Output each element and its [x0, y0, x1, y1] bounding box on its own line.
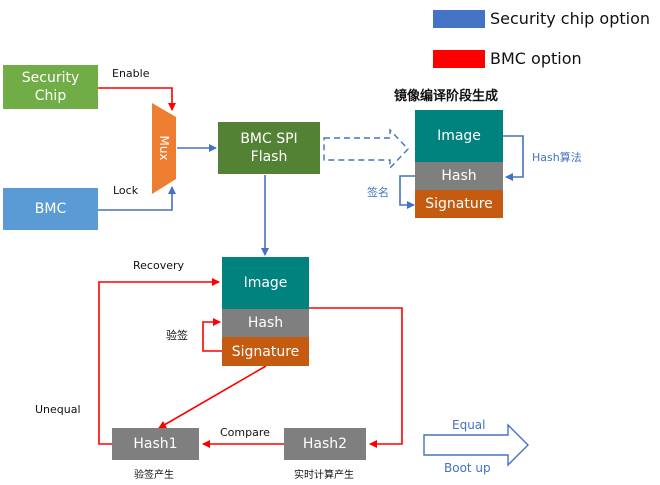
verify-label: 验签: [166, 329, 188, 342]
signature-to-hash1-connector: [158, 365, 267, 429]
enable-label: Enable: [112, 67, 150, 80]
security-chip-node: Security Chip: [3, 65, 98, 109]
equal-label: Equal: [452, 418, 486, 432]
runtime-image-block: Image: [222, 257, 309, 309]
legend-label-security-chip: Security chip option: [490, 9, 651, 28]
verify-connector: [202, 318, 222, 352]
image-to-hash2-connector: [309, 307, 403, 448]
bmc-spi-flash-node: BMC SPI Flash: [218, 122, 320, 174]
build-stage-title: 镜像编译阶段生成: [394, 89, 499, 104]
sign-connector: [399, 175, 415, 209]
runtime-signature-block: Signature: [222, 337, 309, 366]
boot-up-block-arrow: [423, 423, 529, 467]
mux-label: Mux: [157, 135, 171, 161]
hash1-caption: 验签产生: [134, 470, 174, 481]
unequal-label: Unequal: [35, 403, 81, 416]
hash-algorithm-label: Hash算法: [532, 151, 582, 164]
recovery-label: Recovery: [133, 259, 185, 272]
boot-up-label: Boot up: [444, 461, 491, 475]
hash1-node: Hash1: [112, 428, 199, 460]
dashed-block-arrow: [323, 128, 409, 170]
compare-label: Compare: [220, 426, 270, 439]
legend-swatch-security-chip: [433, 10, 485, 28]
build-image-block: Image: [415, 110, 503, 162]
legend-label-bmc: BMC option: [490, 49, 582, 68]
build-hash-block: Hash: [415, 162, 503, 190]
lock-label: Lock: [113, 184, 139, 197]
hash2-node: Hash2: [284, 428, 366, 460]
lock-connector: [98, 186, 176, 211]
bmc-node: BMC: [3, 188, 98, 230]
hash2-caption: 实时计算产生: [294, 470, 354, 481]
mux-shape: [152, 103, 176, 194]
enable-connector: [98, 87, 176, 111]
runtime-hash-block: Hash: [222, 309, 309, 337]
build-signature-block: Signature: [415, 190, 503, 218]
hash-algo-connector: [503, 135, 524, 181]
sign-label: 签名: [367, 186, 389, 199]
legend-swatch-bmc: [433, 50, 485, 68]
recovery-connector: [98, 278, 220, 445]
